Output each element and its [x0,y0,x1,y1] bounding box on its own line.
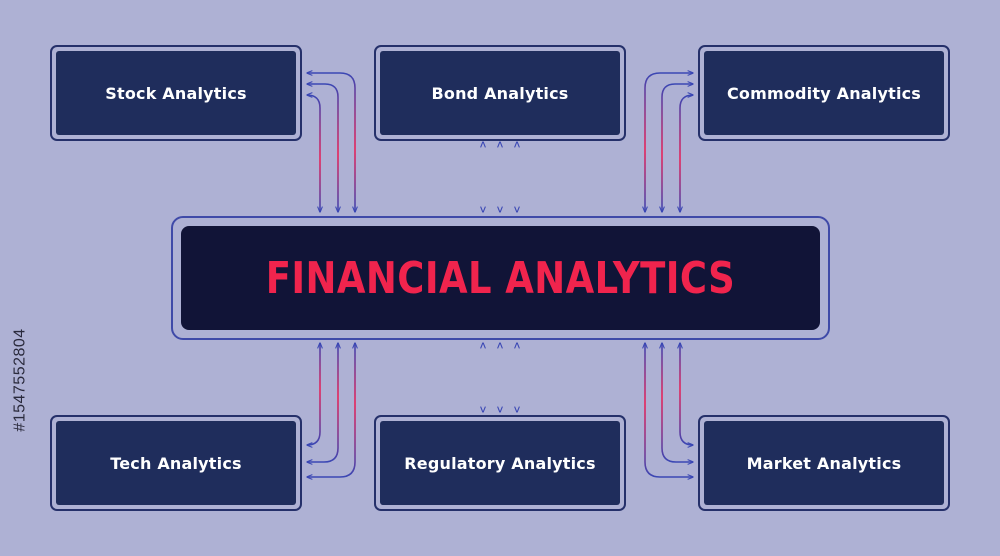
center-panel: FINANCIAL ANALYTICS [181,226,820,330]
stock-connectors [307,73,355,212]
commodity-analytics-label: Commodity Analytics [704,51,944,135]
stock-analytics-label: Stock Analytics [56,51,296,135]
regulatory-connectors [483,343,517,412]
tech-analytics-label: Tech Analytics [56,421,296,505]
regulatory-analytics-label: Regulatory Analytics [380,421,620,505]
stock-id-value: #1547552804 [12,328,30,432]
bond-connectors [483,142,517,212]
commodity-connectors [645,73,693,212]
market-analytics-label: Market Analytics [704,421,944,505]
stock-analytics-node: Stock Analytics [50,45,302,141]
market-connectors [645,343,693,477]
regulatory-analytics-node: Regulatory Analytics [374,415,626,511]
stock-id-text: #1547552804 [6,240,36,520]
tech-analytics-node: Tech Analytics [50,415,302,511]
tech-connectors [307,343,355,477]
commodity-analytics-node: Commodity Analytics [698,45,950,141]
bond-analytics-label: Bond Analytics [380,51,620,135]
center-node: FINANCIAL ANALYTICS [171,216,830,340]
market-analytics-node: Market Analytics [698,415,950,511]
bond-analytics-node: Bond Analytics [374,45,626,141]
center-title: FINANCIAL ANALYTICS [265,252,736,304]
